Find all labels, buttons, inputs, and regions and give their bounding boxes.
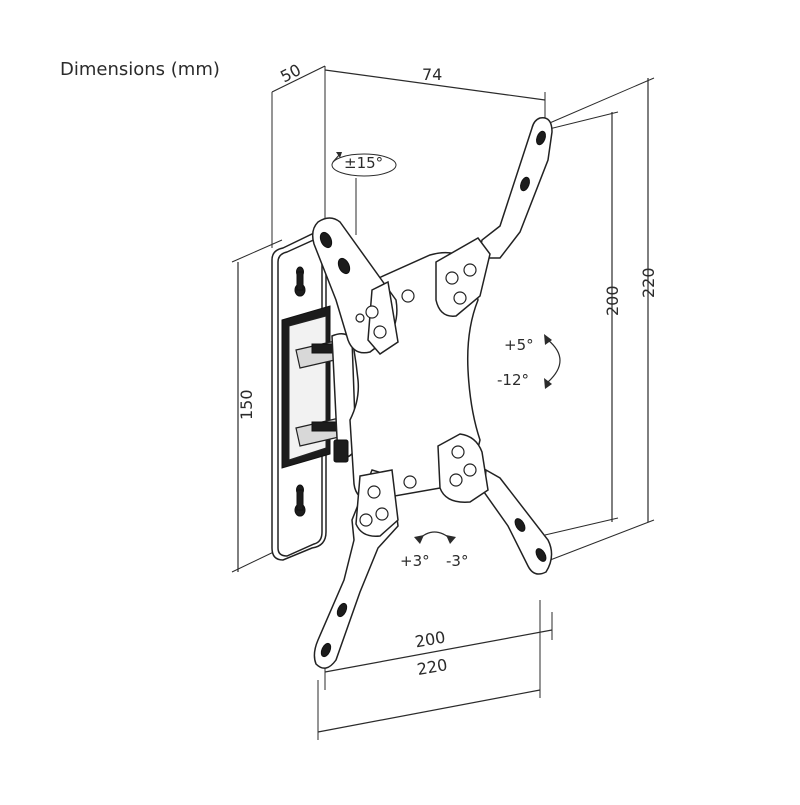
rotate-minus-label: -3° xyxy=(446,552,468,570)
dim-220-horizontal-label: 220 xyxy=(415,655,448,679)
dim-74-label: 74 xyxy=(422,65,442,84)
dim-outer-width: 220 xyxy=(317,600,541,740)
arm-top-right xyxy=(435,117,553,317)
dim-220-vertical-label: 220 xyxy=(639,267,658,298)
dim-200-vertical-label: 200 xyxy=(603,285,622,316)
tilt-indicator: +5° -12° xyxy=(497,334,561,389)
diagram-title: Dimensions (mm) xyxy=(60,59,220,80)
tilt-down-label: -12° xyxy=(497,371,529,389)
arm-bottom-left xyxy=(313,469,399,669)
dim-plate-height: 150 xyxy=(231,239,283,573)
dim-200-horizontal-label: 200 xyxy=(413,627,446,651)
dim-arm-depth: 74 xyxy=(324,65,546,118)
keyhole-slot-bottom xyxy=(294,484,306,517)
tilt-up-label: +5° xyxy=(504,336,534,354)
dim-150-label: 150 xyxy=(237,389,256,420)
swivel-angle-label: ±15° xyxy=(344,154,383,172)
dim-inner-width: 200 xyxy=(324,612,553,690)
dim-inner-height: 200 xyxy=(544,111,622,536)
rotate-plus-label: +3° xyxy=(400,552,430,570)
arm-bottom-right xyxy=(437,433,553,575)
arm-top-left xyxy=(311,217,399,355)
wall-plate xyxy=(271,233,331,561)
dim-50-label: 50 xyxy=(277,60,304,86)
dim-outer-height: 220 xyxy=(544,77,658,563)
rotation-indicator: +3° -3° xyxy=(400,531,468,570)
dim-wall-depth: 50 xyxy=(271,60,326,248)
swivel-indicator: ±15° xyxy=(331,152,397,235)
keyhole-slot-top xyxy=(294,266,306,297)
